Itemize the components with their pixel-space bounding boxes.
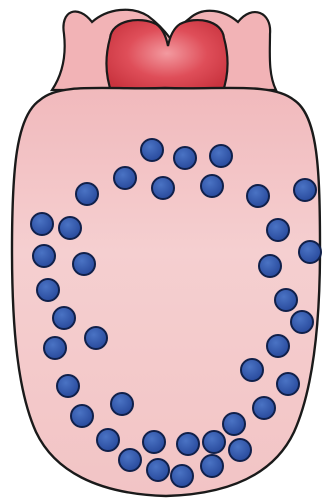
- taste-bud-dot: [201, 175, 223, 197]
- taste-bud-dot: [147, 459, 169, 481]
- taste-bud-dot: [253, 397, 275, 419]
- taste-bud-dot: [114, 167, 136, 189]
- taste-bud-dot: [31, 213, 53, 235]
- throat: [106, 20, 227, 94]
- taste-bud-dot: [277, 373, 299, 395]
- taste-bud-dot: [174, 147, 196, 169]
- taste-bud-dot: [59, 217, 81, 239]
- taste-bud-dot: [203, 431, 225, 453]
- taste-bud-dot: [267, 335, 289, 357]
- taste-bud-dot: [294, 179, 316, 201]
- taste-bud-dot: [152, 177, 174, 199]
- taste-bud-dot: [76, 183, 98, 205]
- taste-bud-dot: [97, 429, 119, 451]
- taste-bud-dot: [44, 337, 66, 359]
- taste-bud-dot: [111, 393, 133, 415]
- taste-bud-dot: [33, 245, 55, 267]
- taste-bud-dot: [177, 433, 199, 455]
- taste-bud-dot: [73, 253, 95, 275]
- taste-bud-dot: [85, 327, 107, 349]
- taste-bud-dot: [241, 359, 263, 381]
- taste-bud-dot: [259, 255, 281, 277]
- taste-bud-dot: [223, 413, 245, 435]
- taste-bud-dot: [229, 439, 251, 461]
- taste-bud-dot: [53, 307, 75, 329]
- taste-bud-dot: [143, 431, 165, 453]
- taste-bud-dot: [37, 279, 59, 301]
- taste-bud-dot: [171, 465, 193, 487]
- taste-bud-dot: [201, 455, 223, 477]
- taste-bud-dot: [267, 219, 289, 241]
- taste-bud-dot: [71, 405, 93, 427]
- taste-bud-dot: [291, 311, 313, 333]
- taste-bud-dot: [299, 241, 321, 263]
- taste-bud-dot: [247, 185, 269, 207]
- taste-bud-dot: [119, 449, 141, 471]
- taste-bud-dot: [275, 289, 297, 311]
- taste-bud-dot: [210, 145, 232, 167]
- taste-bud-dot: [57, 375, 79, 397]
- taste-bud-dot: [141, 139, 163, 161]
